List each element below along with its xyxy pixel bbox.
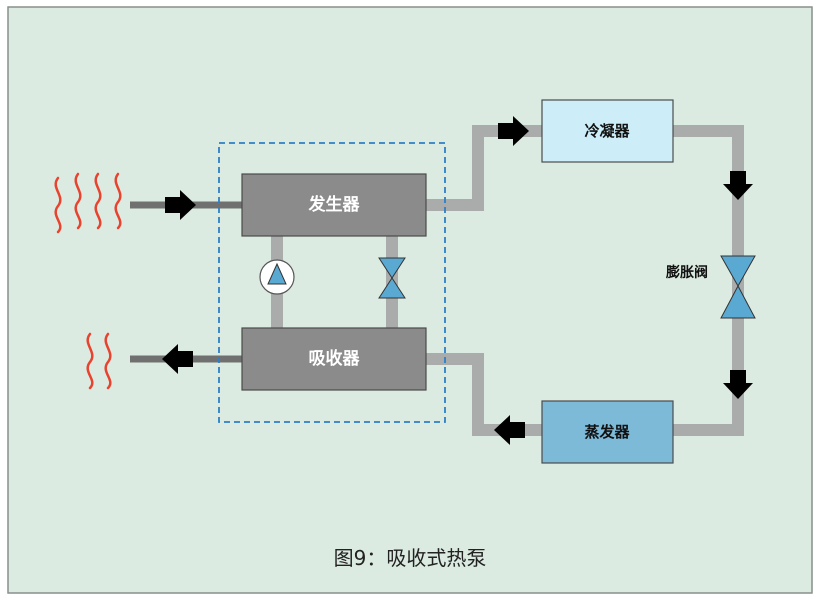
- evaporator-box: [541, 400, 674, 464]
- heat-output-arrow: [162, 344, 193, 374]
- generator-box: [241, 173, 427, 237]
- figure-caption: 图9：吸收式热泵: [334, 546, 487, 570]
- heat-input-arrow: [165, 190, 196, 220]
- flow-arrows: [162, 116, 753, 445]
- solution-valve-icon: [378, 257, 406, 299]
- evaporator-inlet-arrow: [723, 370, 753, 399]
- absorber-label: 吸收器: [309, 348, 361, 369]
- absorption-unit-boundary: [218, 142, 446, 423]
- condenser-inlet-arrow: [498, 116, 529, 146]
- heat-input-waves-icon: [54, 172, 122, 234]
- pump-icon: [259, 259, 295, 295]
- expansion-valve-label: 膨胀阀: [666, 264, 708, 281]
- evaporator-label: 蒸发器: [584, 423, 630, 441]
- evaporator-outlet-arrow: [494, 415, 525, 445]
- expansion-valve-icon: [720, 255, 756, 319]
- condenser-outlet-arrow: [723, 171, 753, 200]
- absorber-box: [241, 327, 427, 391]
- condenser-label: 冷凝器: [584, 122, 630, 140]
- diagram-background: [7, 6, 813, 594]
- condenser-box: [541, 99, 674, 163]
- heat-output-waves-icon: [86, 332, 112, 390]
- generator-label: 发生器: [308, 194, 361, 215]
